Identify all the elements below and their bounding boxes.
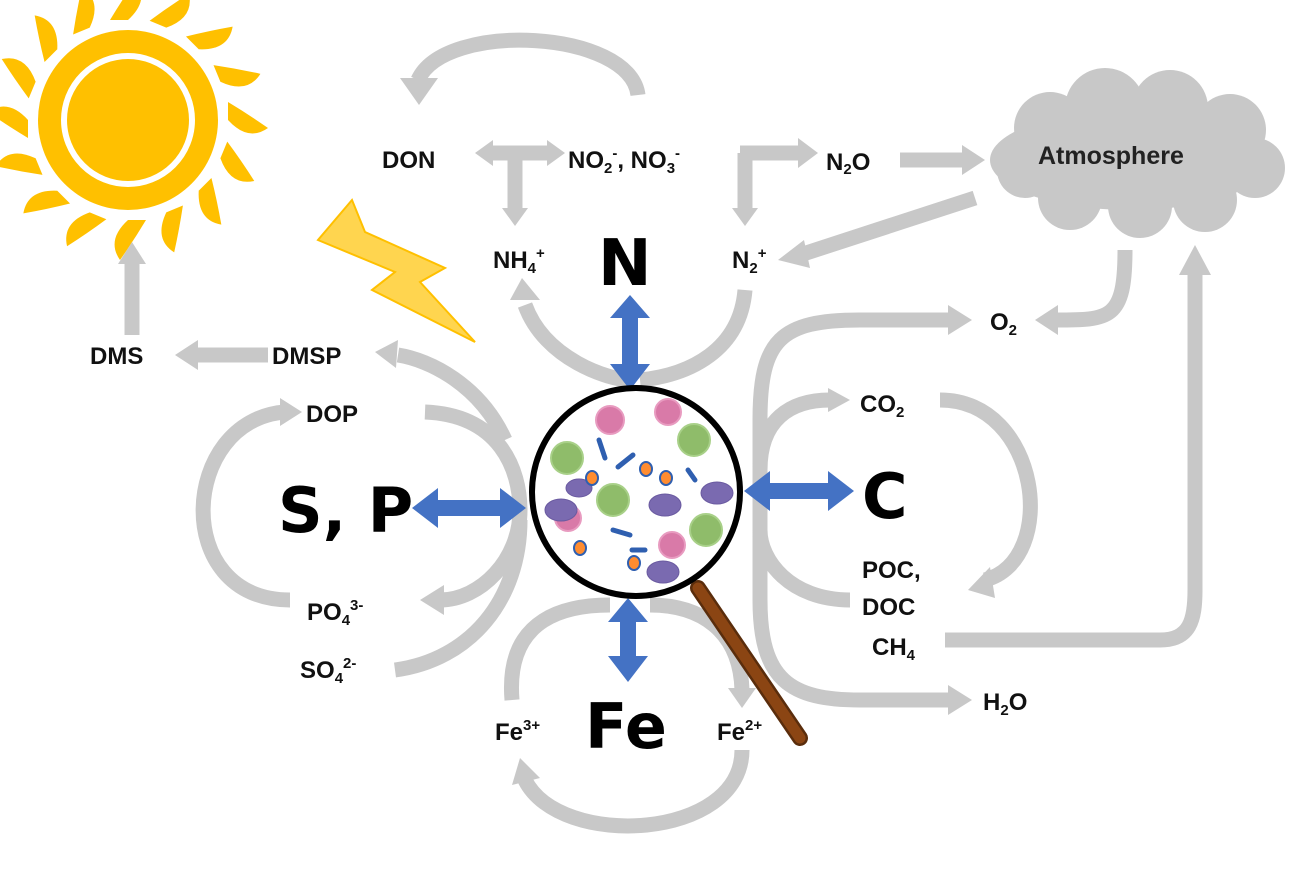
sun-ray [62,207,107,257]
label-fe3: Fe3+ [495,717,540,746]
sun-ray [16,11,67,63]
sun-ray [185,8,237,59]
sun-ray [153,205,199,255]
label-ch4: CH4 [872,634,916,664]
label-co2: CO2 [860,391,904,421]
label-s-p-element: S, P [278,474,413,547]
microbe-icon [544,398,734,584]
label-poc: POC, [862,557,921,584]
sun-ray [215,141,265,186]
label-so4: SO42- [300,655,356,687]
label-nh4: NH4+ [493,245,545,277]
sun-ray [189,177,240,229]
label-n-element: N [598,227,652,301]
label-h2o: H2O [983,689,1027,719]
label-don: DON [382,147,435,174]
label-atmosphere: Atmosphere [1038,142,1184,170]
sun-ray [213,49,263,95]
gray-cycle-arrows [118,32,1211,834]
sun-ray [19,181,71,232]
blue-double-arrows [412,295,854,682]
cloud-icon [990,68,1285,238]
sun-ray [110,0,142,20]
sun-ray [57,0,103,35]
label-fe-element: Fe [585,690,667,763]
sun-ray [0,145,43,191]
label-no2-no3: NO2-, NO3- [568,145,680,177]
labels: DON NO2-, NO3- N2O Atmosphere NH4+ N N2+… [90,142,1184,763]
label-n2: N2+ [732,245,767,277]
label-n2o: N2O [826,149,870,178]
sun-icon [0,0,268,260]
sun-ray [228,102,268,134]
sun-ray [0,54,41,99]
label-c-element: C [862,460,908,533]
label-dmsp: DMSP [272,343,341,370]
sun-ray [149,0,194,33]
label-fe2: Fe2+ [717,717,762,746]
label-doc: DOC [862,594,915,621]
lightning-icon [316,198,476,343]
sun-ray [0,106,28,138]
label-po4: PO43- [307,597,363,629]
label-dms: DMS [90,343,143,370]
label-dop: DOP [306,401,358,428]
label-o2: O2 [990,309,1017,339]
